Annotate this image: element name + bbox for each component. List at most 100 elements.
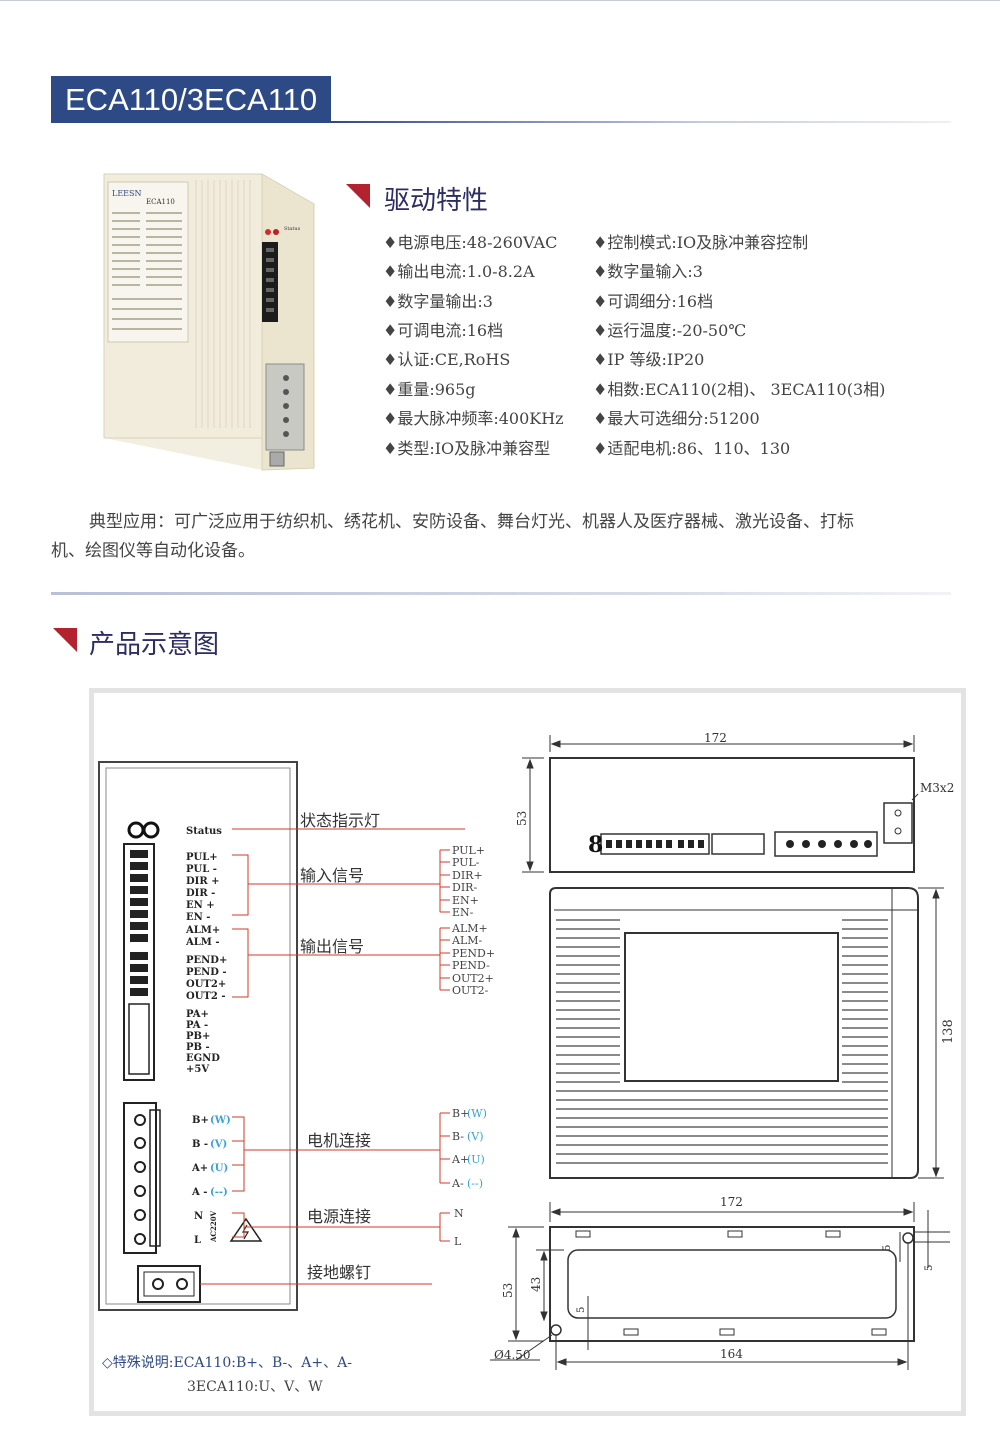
branch-motor-1: B+: [452, 1107, 469, 1120]
product-status-text: Status: [284, 226, 301, 232]
branch-motor-3-alt: (U): [467, 1153, 485, 1166]
title-underline: [331, 121, 951, 123]
spec-right-8: ♦适配电机:86、110、130: [593, 439, 791, 458]
dim-hole-spacing: 164: [720, 1347, 743, 1361]
branch-out-3: PEND+: [452, 947, 495, 960]
spec-right-7: ♦最大可选细分:51200: [593, 409, 760, 428]
pin-output-4: PEND -: [186, 967, 227, 978]
spec-left-3: ♦数字量输出:3: [383, 292, 493, 311]
branch-out-4: PEND-: [452, 959, 490, 972]
dim-inner-height: 43: [529, 1277, 543, 1292]
pin-input-4: DIR -: [186, 888, 215, 899]
branch-out-1: ALM+: [451, 922, 488, 935]
branch-motor-4: A-: [451, 1177, 464, 1190]
branch-in-1: PUL+: [452, 844, 485, 857]
pin-enc-5: EGND: [186, 1053, 220, 1064]
pin-power-n: N: [194, 1211, 203, 1222]
application-line-1: 典型应用：可广泛应用于纺织机、绣花机、安防设备、舞台灯光、机器人及医疗器械、激光…: [89, 512, 854, 532]
branch-motor-4-alt: (--): [467, 1177, 483, 1190]
callout-status-light: 状态指示灯: [300, 811, 380, 830]
dim-bottom-width: 172: [720, 1195, 743, 1209]
diagram-title: 产品示意图: [89, 630, 220, 660]
pin-enc-4: PB -: [186, 1042, 210, 1053]
dim-hole-diameter: Ø4.50: [494, 1348, 531, 1362]
section-divider: [51, 592, 951, 595]
branch-in-6: EN-: [452, 906, 474, 919]
branch-out-5: OUT2+: [452, 972, 494, 985]
note-line-1: ◇特殊说明:ECA110:B+、B-、A+、A-: [102, 1355, 352, 1371]
pin-motor-2-alt: (V): [210, 1139, 227, 1150]
svg-text:8: 8: [588, 832, 603, 858]
spec-right-5: ♦IP 等级:IP20: [593, 350, 705, 369]
branch-power-l: L: [454, 1235, 462, 1248]
section-marker: [346, 184, 370, 208]
dim-front-height: 138: [941, 1019, 956, 1044]
spec-left-1: ♦电源电压:48-260VAC: [383, 233, 558, 252]
callout-power-connect: 电源连接: [307, 1207, 371, 1226]
dim-offset-a: 5: [576, 1307, 587, 1313]
branch-in-2: PUL-: [452, 856, 480, 869]
top-rule: [0, 0, 1000, 1]
branch-in-4: DIR-: [452, 881, 477, 894]
pin-motor-4: A -: [191, 1187, 207, 1198]
pin-output-1: ALM+: [185, 925, 220, 936]
application-line-2: 机、绘图仪等自动化设备。: [51, 541, 255, 561]
branch-in-5: EN+: [452, 894, 479, 907]
branch-motor-2-alt: (V): [467, 1130, 484, 1143]
callout-input-signal: 输入信号: [300, 866, 364, 885]
spec-left-8: ♦类型:IO及脉冲兼容型: [383, 439, 551, 458]
dim-top-width: 172: [704, 731, 727, 745]
drawing-frame: [89, 688, 966, 1416]
branch-motor-3: A+: [451, 1153, 469, 1166]
pin-input-2: PUL -: [186, 864, 217, 875]
pin-input-5: EN +: [186, 900, 215, 911]
pin-power-l: L: [194, 1235, 201, 1246]
pin-enc-6: +5V: [186, 1064, 209, 1075]
branch-out-6: OUT2-: [452, 984, 489, 997]
product-model: ECA110: [146, 198, 175, 206]
branch-motor-2: B-: [452, 1130, 464, 1143]
pin-enc-1: PA+: [186, 1009, 209, 1020]
dim-top-height: 53: [515, 811, 529, 826]
spec-left-2: ♦输出电流:1.0-8.2A: [383, 262, 535, 281]
dim-offset-c: 5: [924, 1265, 935, 1271]
spec-right-3: ♦可调细分:16档: [593, 292, 714, 311]
spec-right-2: ♦数字量输入:3: [593, 262, 703, 281]
pin-output-2: ALM -: [185, 937, 220, 948]
pin-motor-3: A+: [191, 1163, 208, 1174]
callout-motor-connect: 电机连接: [307, 1131, 371, 1150]
pin-output-6: OUT2 -: [186, 991, 225, 1002]
pin-motor-3-alt: (U): [210, 1163, 228, 1174]
spec-left-6: ♦重量:965g: [383, 380, 476, 399]
spec-right-4: ♦运行温度:-20-50℃: [593, 321, 747, 340]
pin-output-5: OUT2+: [186, 979, 226, 990]
callout-output-signal: 输出信号: [300, 937, 364, 956]
pin-input-6: EN -: [186, 912, 210, 923]
branch-out-2: ALM-: [451, 934, 483, 947]
ac-voltage-label: AC220V: [209, 1210, 218, 1243]
pin-enc-3: PB+: [186, 1031, 210, 1042]
pin-input-1: PUL+: [186, 852, 218, 863]
pin-input-3: DIR +: [186, 876, 220, 887]
pin-motor-1-alt: (W): [210, 1115, 231, 1126]
section-marker-2: [53, 628, 77, 652]
dim-offset-b: 5: [882, 1245, 893, 1251]
spec-left-5: ♦认证:CE,RoHS: [383, 350, 511, 369]
panel-status-label: Status: [186, 826, 222, 837]
spec-right-1: ♦控制模式:IO及脉冲兼容控制: [593, 233, 809, 252]
warning-icon: [229, 1217, 263, 1242]
dim-screw: M3x2: [920, 781, 954, 795]
product-brand: LEESN: [112, 189, 141, 198]
branch-power-n: N: [454, 1207, 464, 1220]
pin-motor-2: B -: [192, 1139, 208, 1150]
dim-bottom-height: 53: [501, 1283, 515, 1298]
pin-output-3: PEND+: [186, 955, 227, 966]
pin-enc-2: PA -: [186, 1020, 208, 1031]
pin-motor-1: B+: [192, 1115, 209, 1126]
branch-motor-1-alt: (W): [467, 1107, 487, 1120]
features-title: 驱动特性: [384, 186, 489, 216]
branch-in-3: DIR+: [452, 869, 483, 882]
page-title: ECA110/3ECA110: [51, 76, 331, 123]
product-photo: LEESN ECA110 Status: [103, 173, 315, 471]
